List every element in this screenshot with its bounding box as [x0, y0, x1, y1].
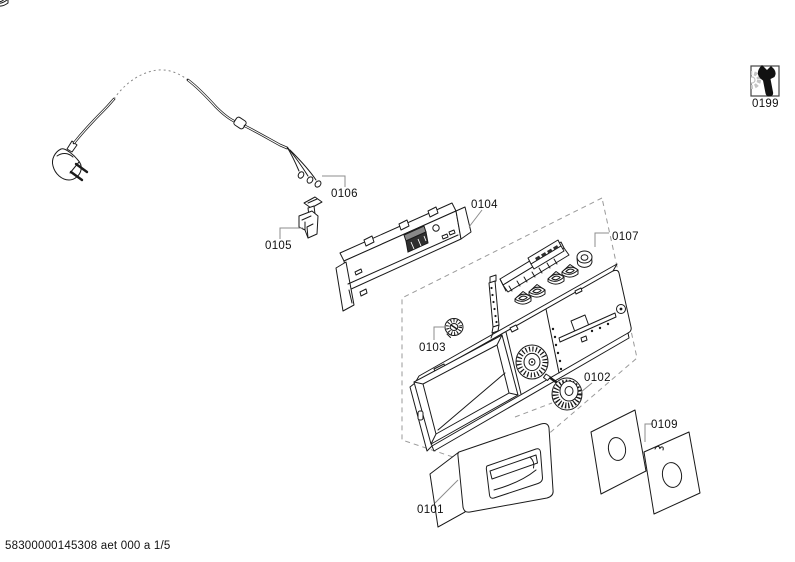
power-cord-0106 — [52, 69, 322, 188]
key-caps — [0, 0, 579, 305]
button-group-0107 — [0, 0, 593, 339]
wrench-icon — [757, 65, 776, 97]
selector-mount-ring — [515, 344, 549, 380]
cable-grommet — [233, 116, 247, 130]
part-0104-control-module — [335, 202, 472, 312]
leader-lines — [279, 175, 653, 504]
part-label-0103: 0103 — [419, 342, 446, 354]
part-label-0101: 0101 — [417, 504, 444, 516]
part-label-0109: 0109 — [651, 419, 678, 431]
key-carrier-bar — [499, 239, 570, 293]
part-labels: 0101 0102 0103 0104 0105 0106 0107 0109 — [265, 188, 678, 516]
leader-0106 — [322, 175, 346, 187]
part-0102-knob — [543, 373, 583, 411]
panel-end-cap — [616, 304, 626, 314]
service-tool-badge: 0199 — [750, 65, 780, 110]
part-0109-cover-plates — [590, 409, 701, 515]
wire-terminals — [286, 146, 322, 188]
service-icon-label-0199: 0199 — [752, 98, 779, 110]
leader-0107 — [594, 232, 609, 247]
round-button — [576, 250, 593, 268]
leader-0109 — [644, 423, 653, 442]
part-0101-drawer-front — [429, 423, 554, 528]
led-light-strip — [488, 274, 500, 339]
part-label-0106: 0106 — [331, 188, 358, 200]
part-0105-suppressor — [298, 196, 323, 239]
part-label-0102: 0102 — [584, 372, 611, 384]
leader-0101 — [434, 479, 459, 504]
gear-icon — [751, 71, 761, 89]
button-slot — [558, 312, 617, 343]
leader-0102 — [580, 382, 593, 393]
drawer-opening — [413, 334, 519, 445]
drawer-handle-recess — [485, 448, 543, 499]
fascia-panel — [409, 263, 632, 452]
document-code: 58300000145308 aet 000 a 1/5 — [5, 540, 170, 552]
part-label-0104: 0104 — [471, 199, 498, 211]
assembly-dashed-outline — [401, 197, 638, 461]
cable-hidden-section — [113, 69, 189, 100]
leader-0103 — [433, 326, 446, 340]
leader-0104 — [468, 209, 483, 228]
indicator-leds — [551, 322, 610, 371]
mains-plug — [52, 140, 89, 182]
part-label-0105: 0105 — [265, 240, 292, 252]
connector-front — [405, 231, 429, 253]
part-label-0107: 0107 — [612, 231, 639, 243]
part-0103-cap — [444, 318, 464, 338]
leader-0105 — [279, 227, 303, 239]
